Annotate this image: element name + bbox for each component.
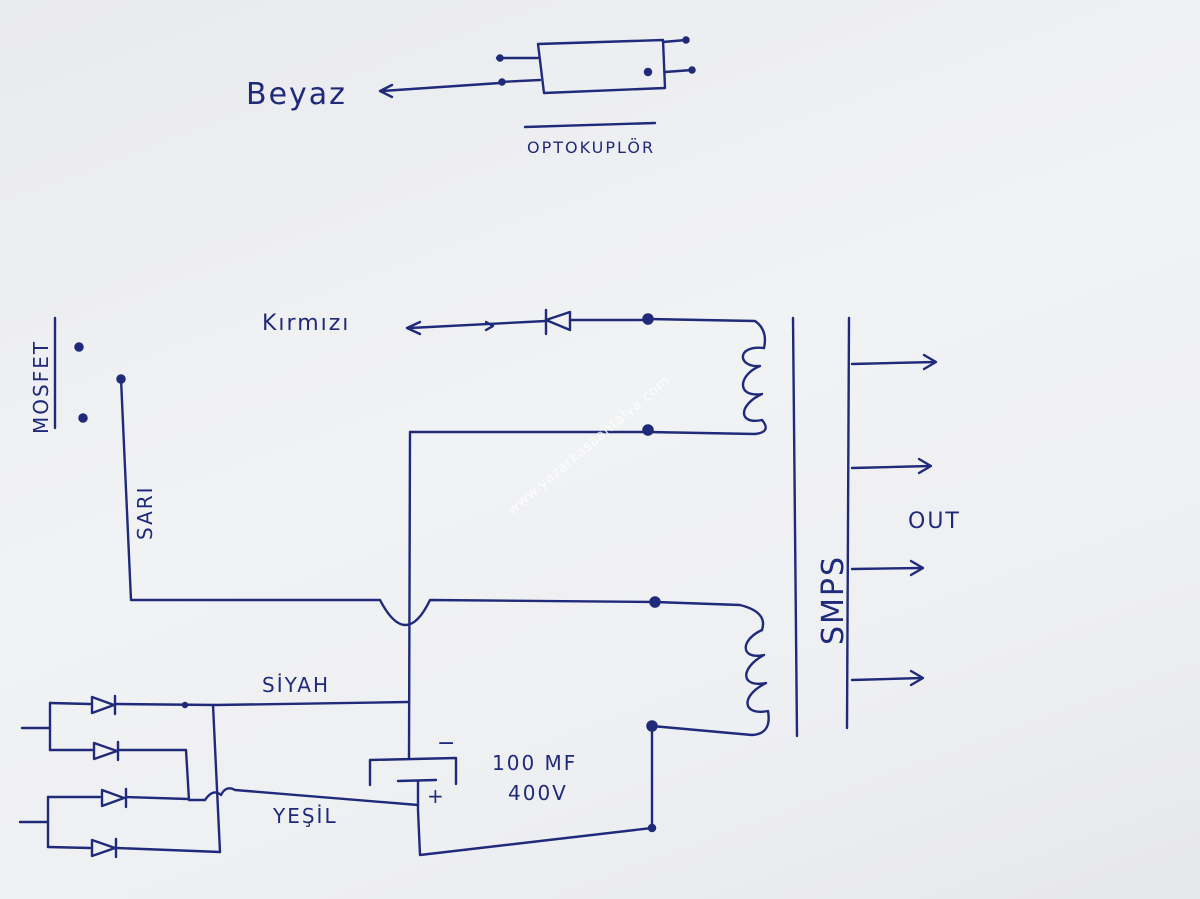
capacitor-plus-sign: + xyxy=(427,784,446,808)
label-kirmizi: Kırmızı xyxy=(262,311,350,336)
optocoupler-lead-dot xyxy=(496,54,504,62)
label-out: OUT xyxy=(908,509,961,534)
label-beyaz: Beyaz xyxy=(246,77,347,112)
diode-triangle xyxy=(90,838,117,858)
optocoupler-lead-right-bottom xyxy=(663,68,694,74)
capacitor xyxy=(368,730,657,857)
optocoupler-pin1-dot xyxy=(643,67,653,77)
yesil-wire xyxy=(203,787,420,807)
capacitor-minus-sign: − xyxy=(437,731,457,756)
label-capacitor-value: 100 MF xyxy=(492,751,577,775)
label-siyah: SİYAH xyxy=(262,673,330,697)
bridge-wire xyxy=(46,795,190,801)
transformer-core xyxy=(791,316,851,738)
optocoupler-lead-dot xyxy=(688,66,696,74)
optocoupler-lead-left-bottom xyxy=(498,78,542,84)
lower-winding-coil xyxy=(650,628,770,737)
sari-wire xyxy=(119,377,657,627)
core-line-right xyxy=(845,316,851,730)
output-arrow-head xyxy=(909,559,925,577)
optocoupler-label-overline xyxy=(523,121,657,129)
label-smps: SMPS xyxy=(816,555,851,645)
core-line-left xyxy=(791,316,799,738)
main-vertical-wire xyxy=(407,430,650,760)
capacitor-positive-wire xyxy=(416,730,654,857)
kirmizi-arrow-head xyxy=(405,320,422,336)
optocoupler-body xyxy=(536,38,667,95)
label-mosfet: MOSFET xyxy=(29,340,53,434)
output-arrow-head xyxy=(917,457,933,475)
label-sari: SARI xyxy=(133,485,157,540)
lower-winding-lead-top xyxy=(653,600,765,632)
diode-triangle xyxy=(90,695,116,715)
output-arrow-line xyxy=(850,360,937,366)
output-arrows xyxy=(850,353,938,687)
output-arrow-head xyxy=(909,669,925,687)
upper-winding-terminal-bottom xyxy=(642,424,654,436)
bridge-wire xyxy=(46,845,222,854)
mosfet-pin-bottom xyxy=(78,413,88,423)
bridge-positive-rail xyxy=(211,703,222,854)
siyah-wire xyxy=(213,700,410,707)
upper-winding-lead-top xyxy=(646,317,767,350)
optocoupler-lead-dot xyxy=(682,36,690,44)
bridge-rectifier xyxy=(18,694,420,859)
bridge-dot xyxy=(181,701,189,709)
label-yesil: YEŞİL xyxy=(272,804,338,828)
bridge-wire xyxy=(48,748,207,802)
beyaz-wire xyxy=(380,81,502,93)
output-arrow-head xyxy=(922,353,938,371)
capacitor-junction-dot xyxy=(647,823,657,833)
output-arrow-line xyxy=(850,566,924,571)
beyaz-arrow-head xyxy=(378,83,394,99)
optocoupler xyxy=(378,36,696,129)
kirmizi-mid-arrow xyxy=(484,320,495,332)
upper-winding-coil xyxy=(646,346,767,436)
label-optokuplor: OPTOKUPLÖR xyxy=(527,138,655,157)
kirmizi-diode xyxy=(405,308,650,336)
mosfet xyxy=(53,316,126,430)
optocoupler-lead-right-top xyxy=(661,38,688,44)
diode-triangle xyxy=(100,788,126,808)
output-arrow-line xyxy=(850,676,924,682)
lower-winding xyxy=(646,596,770,737)
label-capacitor-voltage: 400V xyxy=(508,781,568,805)
mosfet-pin-top xyxy=(74,342,84,352)
diode-triangle xyxy=(544,310,572,332)
bridge-wire xyxy=(48,701,217,707)
capacitor-plate-top xyxy=(368,756,458,787)
kirmizi-wire xyxy=(408,319,548,330)
diode-triangle xyxy=(92,741,119,761)
watermark-text: www.yazarkasaantalya.com xyxy=(504,373,673,518)
output-arrow-line xyxy=(850,464,932,470)
